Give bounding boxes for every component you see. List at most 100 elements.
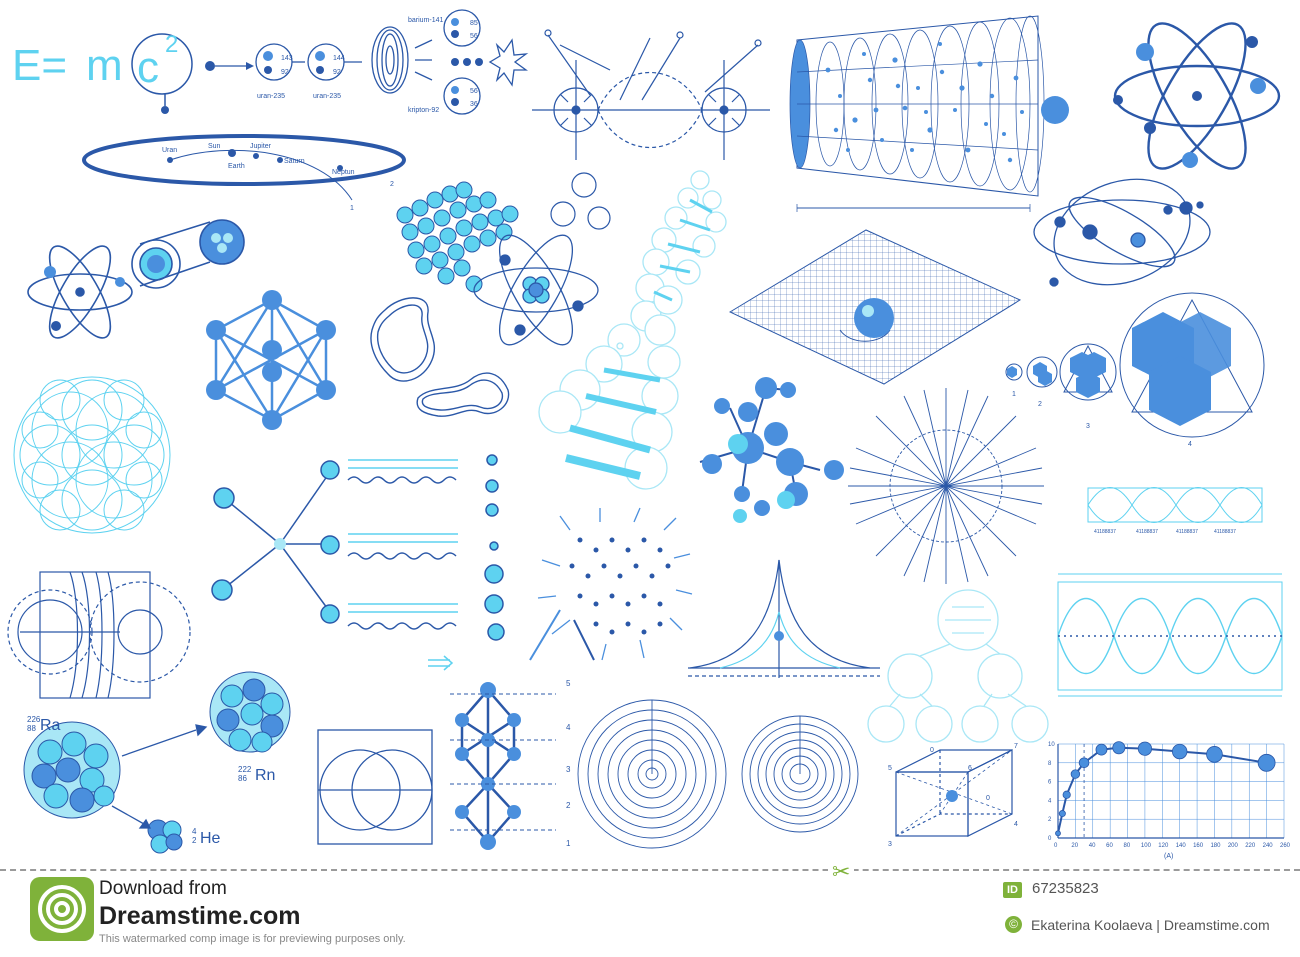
chart-x-tick-label: 240 <box>1263 843 1274 849</box>
chart-point <box>1257 753 1276 772</box>
atom-large <box>1113 22 1281 170</box>
floating-circles <box>550 172 611 230</box>
chart-x-tick-label: 260 <box>1280 843 1291 849</box>
chart-y-tick-label: 10 <box>1048 742 1055 748</box>
svg-text:5: 5 <box>888 765 892 772</box>
svg-text:143: 143 <box>281 55 293 62</box>
svg-text:4: 4 <box>566 723 571 732</box>
dreamstime-brand[interactable]: Dreamstime.com <box>99 902 301 930</box>
chart-y-tick-label: 6 <box>1048 780 1052 786</box>
svg-text:uran-235: uran-235 <box>257 93 285 100</box>
chart-axes <box>1057 744 1284 839</box>
svg-text:226: 226 <box>27 715 41 724</box>
svg-text:3: 3 <box>888 841 892 848</box>
svg-text:92: 92 <box>333 69 341 76</box>
chart-x-tick-label: 0 <box>1054 843 1058 849</box>
chart-point <box>1171 743 1188 760</box>
vector-field-diagram <box>532 29 770 160</box>
watermark-footer: ✂ Download from Dreamstime.com This wate… <box>0 861 1300 957</box>
chart-y-tick-label: 8 <box>1048 761 1052 767</box>
svg-text:3: 3 <box>1086 423 1090 430</box>
svg-text:41188837: 41188837 <box>1094 529 1116 535</box>
svg-text:0: 0 <box>930 747 934 754</box>
svg-text:1: 1 <box>566 839 571 848</box>
dna-helix <box>538 170 727 490</box>
chart-point <box>1137 741 1153 756</box>
circle-sphere <box>13 376 171 534</box>
universe-cone <box>789 15 1069 212</box>
svg-text:barium-141: barium-141 <box>408 17 444 24</box>
chart-x-tick-label: 120 <box>1158 843 1169 849</box>
copyright-icon: © <box>1005 916 1022 933</box>
fractal-triangles: 1 2 3 4 <box>1005 292 1265 448</box>
chart-y-tick-label: 2 <box>1048 817 1052 823</box>
svg-text:5: 5 <box>566 679 571 688</box>
radioactive-decay: 226 88 Ra 222 86 Rn 4 2 He <box>23 671 291 854</box>
svg-text:2: 2 <box>1038 401 1042 408</box>
lattice-chain: 5 4 3 2 1 <box>450 679 571 850</box>
chart-x-tick-label: 20 <box>1071 843 1078 849</box>
chart-x-tick-label: 100 <box>1141 843 1152 849</box>
chart-x-tick-label: 40 <box>1089 843 1096 849</box>
svg-text:Rn: Rn <box>255 767 275 784</box>
planet-neptun: Neptun <box>332 169 355 176</box>
molecule-3d <box>699 377 844 523</box>
svg-text:7: 7 <box>1014 743 1018 750</box>
planet-earth: Earth <box>228 163 245 170</box>
chart-x-tick-label: 200 <box>1228 843 1239 849</box>
fission-labels: 143 92 uran-235 144 92 uran-235 barium-1… <box>257 17 478 114</box>
cusp-curve <box>688 559 880 678</box>
science-elements-illustration: E= m c 2 143 92 uran-235 14 <box>7 9 1291 860</box>
chart-x-label: (A) <box>1164 853 1173 860</box>
svg-text:2: 2 <box>566 801 571 810</box>
svg-text:41188837: 41188837 <box>1136 529 1158 535</box>
svg-text:56: 56 <box>470 88 478 95</box>
svg-text:4: 4 <box>1188 441 1192 448</box>
download-from-text: Download from <box>99 878 227 899</box>
svg-text:4: 4 <box>192 827 197 836</box>
svg-text:2: 2 <box>192 836 197 845</box>
equation-lhs: E= <box>12 41 67 90</box>
svg-text:He: He <box>200 830 221 847</box>
equation-c-circle <box>131 33 193 95</box>
cube-diagram: 5 0 7 6 0 3 4 <box>888 743 1018 848</box>
circle-tree <box>867 589 1049 743</box>
nucleus-cluster <box>396 181 519 293</box>
svg-text:1: 1 <box>1012 391 1016 398</box>
svg-text:kripton-92: kripton-92 <box>408 107 439 114</box>
svg-text:0: 0 <box>986 795 990 802</box>
svg-text:92: 92 <box>281 69 289 76</box>
svg-text:4: 4 <box>1014 821 1018 828</box>
concentric-rings <box>577 699 859 849</box>
equation-m: m <box>86 41 123 90</box>
image-id: 67235823 <box>1032 880 1099 897</box>
equation-exponent: 2 <box>165 31 178 58</box>
svg-text:2: 2 <box>390 181 394 188</box>
svg-text:85: 85 <box>470 20 478 27</box>
chart-x-tick-label: 80 <box>1124 843 1131 849</box>
author-credit[interactable]: Ekaterina Koolaeva | Dreamstime.com <box>1031 917 1270 933</box>
equation-c: c <box>137 43 159 92</box>
fission-chain <box>205 9 529 115</box>
chart-point <box>1078 757 1090 769</box>
chart-point <box>1095 743 1108 756</box>
chart-x-tick-label: 140 <box>1176 843 1187 849</box>
chart-point <box>1055 830 1061 837</box>
dreamstime-logo-icon <box>30 877 94 941</box>
svg-text:1: 1 <box>350 205 354 212</box>
atom-orbits <box>1033 178 1211 287</box>
planet-saturn: Saturn <box>284 158 305 165</box>
svg-text:36: 36 <box>470 101 478 108</box>
svg-text:Ra: Ra <box>40 717 61 734</box>
svg-text:88: 88 <box>27 724 36 733</box>
atom-center <box>473 234 599 346</box>
svg-text:144: 144 <box>333 55 345 62</box>
particle-collision <box>211 454 505 671</box>
planet-uran: Uran <box>162 147 177 154</box>
chart-point <box>1058 810 1066 818</box>
svg-text:uran-235: uran-235 <box>313 93 341 100</box>
watermark-note: This watermarked comp image is for previ… <box>99 933 406 945</box>
chart-point <box>1062 790 1071 799</box>
